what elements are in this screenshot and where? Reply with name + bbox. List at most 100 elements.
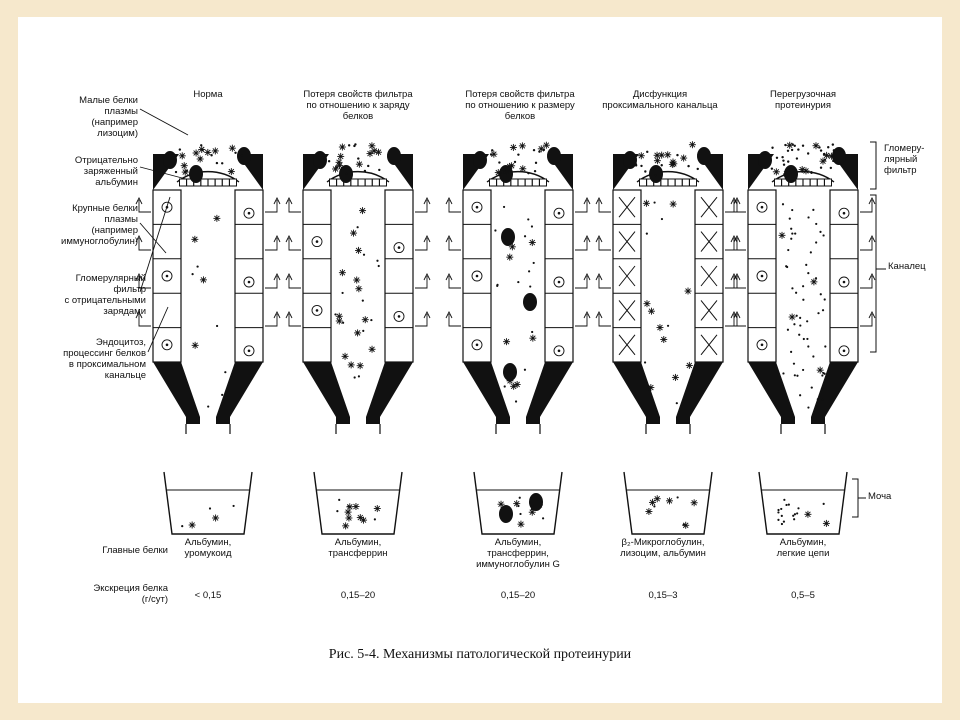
unit-5-arrowhead-left-1	[730, 234, 738, 243]
unit-2-plasma-albumin-5	[347, 144, 351, 147]
unit-2-arrowhead-left-2	[285, 272, 293, 281]
unit-2-wall-right	[384, 189, 414, 363]
label-endocytosis: Эндоцитоз, процессинг белков в проксимал…	[63, 337, 146, 381]
unit-3-vesicle-left-4-ring	[471, 339, 483, 351]
unit-4-filter-pore-0	[639, 178, 647, 187]
unit-2-arrow-left-2	[288, 276, 301, 289]
unit-2-arrowhead-right-2	[423, 272, 431, 281]
unit-5-plasma-albumin-14	[822, 152, 826, 156]
unit-5-arrowhead-right-1	[868, 234, 876, 243]
unit-4-filter-pore-3	[660, 178, 669, 187]
unit-4-lumen-albumin-2	[666, 324, 670, 327]
unit-4-plasma-small-protein-5	[658, 151, 666, 159]
unit-1-vesicle-left-4-ring	[161, 339, 173, 351]
unit-3-lumen-albumin-8	[527, 218, 530, 221]
unit-5-plasma-albumin-13	[797, 148, 800, 151]
unit-4-filter-pore-6	[681, 178, 690, 187]
unit-5-urine-albumin-8	[783, 498, 786, 501]
unit-2-plasma-albumin-0	[327, 159, 331, 163]
unit-3-lumen-albumin-10	[496, 283, 499, 287]
unit-2-lumen-small-protein-10	[356, 362, 364, 370]
unit-2-plasma-small-protein-2	[338, 143, 346, 151]
unit-5-vesicle-left-0-ring	[756, 201, 768, 213]
unit-2-vesicle-right-3-core	[397, 315, 401, 318]
unit-4-arrowhead-left-3	[595, 310, 603, 319]
unit-3-urine-cup	[473, 471, 563, 535]
unit-4-lumen-small-protein-6	[647, 307, 655, 315]
unit-5-plasma-small-protein-8	[772, 168, 780, 176]
unit-1-urine-small-protein-0	[212, 514, 220, 522]
unit-2-urine-albumin-2	[338, 498, 341, 501]
unit-4-damage-r-b-1	[700, 231, 718, 252]
unit-1-vesicle-right-0-ring	[243, 207, 255, 219]
unit-5-urine-albumin-14	[777, 508, 780, 512]
column-title-3: Потеря свойств фильтра по отношению к ра…	[465, 89, 575, 122]
unit-5-lumen-albumin-36	[807, 272, 810, 275]
unit-3-vesicle-left-2-ring	[471, 270, 483, 282]
unit-4-arrowhead-right-2	[733, 272, 741, 281]
unit-2-plasma-albumin-6	[378, 168, 381, 172]
unit-5-lumen-small-protein-3	[816, 366, 824, 374]
unit-5-plasma-albumin-21	[793, 144, 796, 147]
unit-3-vesicle-left-4-core	[475, 343, 479, 347]
unit-2-plasma-large-protein-1	[387, 147, 401, 165]
unit-2-arrow-left-3	[288, 314, 301, 327]
unit-5-arrowhead-right-0	[868, 196, 876, 205]
unit-5-plasma-albumin-19	[775, 156, 779, 160]
unit-5-lumen-albumin-15	[793, 374, 796, 377]
unit-5-lumen-albumin-2	[795, 314, 798, 317]
column-title-2: Потеря свойств фильтра по отношению к за…	[303, 89, 413, 122]
unit-3-arrow-right-0	[575, 200, 588, 213]
unit-3-vesicle-right-4-ring	[553, 345, 565, 357]
unit-5-vesicle-left-2-core	[760, 274, 764, 278]
unit-4-arrowhead-right-1	[733, 234, 741, 243]
unit-2-filter-pore-0	[329, 178, 337, 187]
unit-5-lumen-albumin-20	[799, 316, 802, 319]
unit-1-vesicle-right-4-ring	[243, 345, 255, 357]
unit-2-filter-pore-4	[357, 178, 366, 187]
unit-5-arrowhead-right-3	[868, 310, 876, 319]
unit-5-lumen-albumin-38	[787, 248, 790, 252]
unit-5-plasma-albumin-22	[786, 149, 790, 152]
unit-4-lumen-small-protein-9	[656, 324, 664, 332]
pointer-line-0	[139, 108, 189, 136]
unit-5-plasma-albumin-10	[784, 143, 787, 147]
unit-5-glomerulus	[771, 170, 835, 183]
unit-1-plasma-small-protein-7	[204, 148, 212, 156]
label-tubule: Каналец	[888, 261, 926, 272]
unit-2-plasma-albumin-2	[367, 164, 370, 168]
unit-3-arrow-right-2	[575, 276, 588, 289]
unit-3-arrowhead-left-3	[445, 310, 453, 319]
unit-1-filter-pore-7	[229, 178, 237, 187]
unit-2-vesicle-left-1-core	[315, 240, 319, 243]
unit-5-lumen-albumin-35	[785, 265, 788, 268]
unit-5-lumen-albumin-49	[819, 293, 822, 296]
unit-3-vesicle-left-2-core	[475, 274, 479, 278]
unit-5-lumen-albumin-12	[790, 227, 793, 230]
unit-2-vesicle-right-1-core	[397, 246, 401, 249]
unit-2-filter-pore-7	[379, 178, 387, 187]
unit-4-plasma-small-protein-2	[688, 141, 696, 149]
unit-2-plasma-albumin-3	[357, 157, 360, 160]
unit-5-arrow-left-2	[733, 276, 746, 289]
unit-1-plasma-albumin-2	[201, 148, 204, 152]
unit-2-vesicle-right-3-ring	[393, 310, 405, 322]
unit-2-lumen-small-protein-13	[335, 317, 343, 325]
unit-1-urine-cup	[163, 471, 253, 535]
unit-5-urine-albumin-15	[796, 512, 799, 515]
unit-5-vesicle-left-4-core	[760, 343, 764, 347]
unit-5-lumen-albumin-1	[792, 362, 796, 365]
unit-5-plasma-albumin-4	[801, 144, 805, 147]
unit-5-lumen-albumin-5	[781, 203, 785, 206]
unit-5-urine-small-protein-0	[822, 519, 830, 527]
unit-2-lumen-albumin-1	[361, 299, 364, 302]
unit-1-vesicle-left-0-ring	[161, 201, 173, 213]
unit-1-filter-pore-3	[200, 178, 209, 187]
unit-5-urine-albumin-2	[780, 522, 784, 526]
unit-2-lumen-small-protein-12	[368, 345, 376, 353]
unit-4-urine-small-protein-3	[665, 497, 673, 505]
unit-3-lumen-albumin-14	[532, 261, 535, 265]
unit-5-lumen-albumin-50	[816, 398, 819, 401]
unit-3-lumen-large-protein-0	[501, 228, 515, 246]
unit-4-damage-r-b-2	[700, 265, 718, 287]
